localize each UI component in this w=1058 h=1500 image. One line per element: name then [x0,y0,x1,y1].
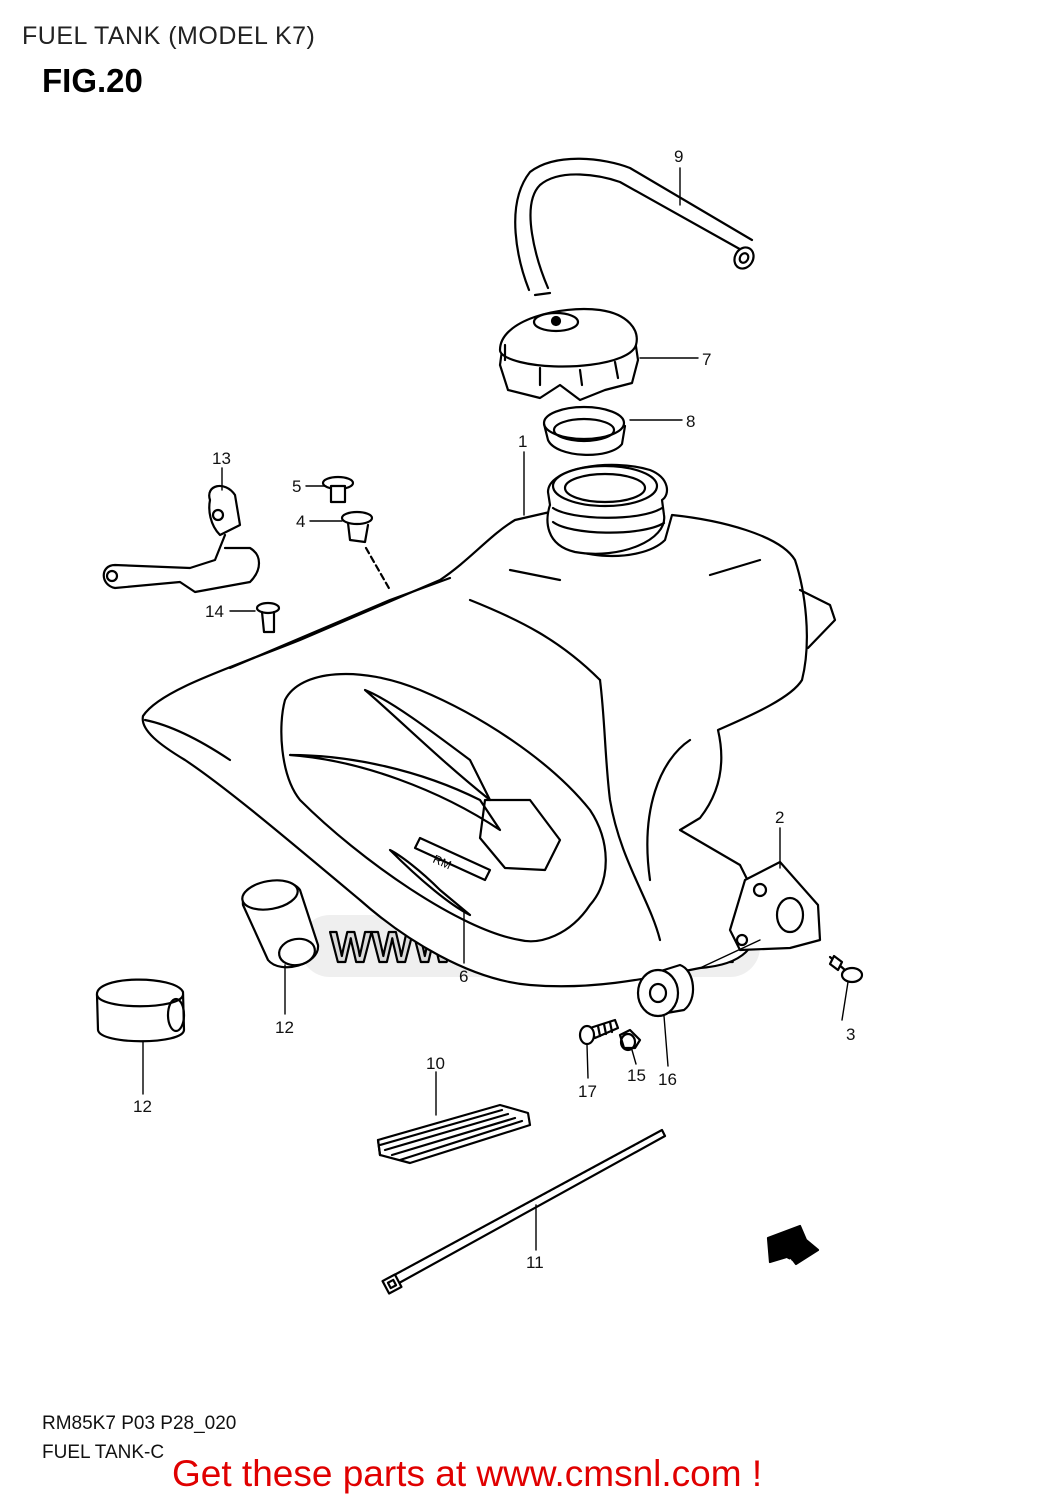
callout-10: 10 [426,1054,445,1073]
callout-15: 15 [627,1066,646,1085]
page-title: FUEL TANK (MODEL K7) [22,22,316,50]
callout-5: 5 [292,477,301,496]
callout-4: 4 [296,512,305,531]
fwd-arrow-badge: FWD [766,1224,820,1266]
callout-11: 11 [526,1253,544,1272]
part-6-tank-decal: RM [280,672,607,943]
part-2-mount-bracket [728,860,822,952]
diagram-name: FUEL TANK-C [42,1442,165,1463]
part-8-cap-gasket [542,405,627,456]
part-14-screw [255,601,281,634]
part-17-bolt [578,1018,620,1046]
callout-12-right: 12 [275,1018,294,1037]
leader-lines [142,167,849,1251]
callout-13: 13 [212,449,231,468]
part-11-cable-tie [381,1128,667,1295]
part-16-damper [636,963,694,1018]
callout-9: 9 [674,147,683,166]
callout-14: 14 [205,602,224,621]
part-13-bracket [102,484,261,594]
promo-link[interactable]: Get these parts at www.cmsnl.com ! [172,1453,763,1494]
callout-2: 2 [775,808,784,827]
figure-number: FIG.20 [42,62,143,99]
part-12-cushion-left [95,978,186,1043]
callout-labels: 9 7 8 1 5 4 13 14 2 3 6 12 12 10 11 15 1… [133,147,855,1272]
callout-1: 1 [518,432,527,451]
part-7-fuel-cap [498,308,640,402]
callout-6: 6 [459,967,468,986]
part-12-cushion-right [241,879,320,969]
part-3-screw [828,954,864,984]
tank-filler-neck [546,463,669,555]
part-15-collar [618,1028,642,1052]
callout-12-left: 12 [133,1097,152,1116]
callout-16: 16 [658,1070,677,1089]
callout-8: 8 [686,412,695,431]
part-4-collar [340,510,392,592]
callout-3: 3 [846,1025,855,1044]
decal-logo-text: RM [431,852,454,872]
callout-7: 7 [702,350,711,369]
part-10-cushion-pad [376,1103,532,1165]
part-9-breather-hose [514,157,755,297]
part-5-bolt [321,475,355,504]
callout-17: 17 [578,1082,597,1101]
diagram-code: RM85K7 P03 P28_020 [42,1413,237,1434]
